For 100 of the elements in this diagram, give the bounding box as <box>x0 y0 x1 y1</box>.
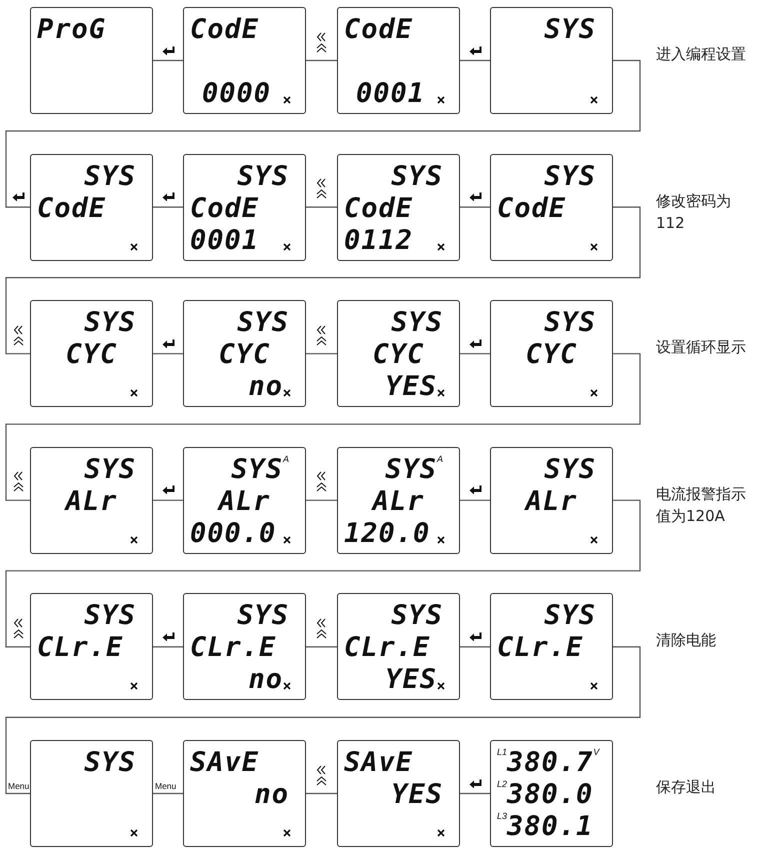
lcd-screen <box>30 740 153 847</box>
display-text: SYS <box>237 162 289 192</box>
step-note: 清除电能 <box>656 630 717 652</box>
connector-line <box>306 353 337 354</box>
connector-line <box>153 646 183 648</box>
lcd-screen <box>490 154 613 261</box>
display-text: CYC <box>372 340 424 370</box>
lcd-screen <box>183 740 306 847</box>
indicator-text: A <box>436 454 443 464</box>
connector-line <box>153 792 183 794</box>
lcd-screen <box>337 740 460 847</box>
lcd-screen <box>490 7 613 114</box>
connector-line <box>5 646 641 794</box>
display-text: ALr <box>372 486 424 517</box>
display-text: SYS <box>84 454 136 485</box>
indicator-text: A <box>282 454 289 464</box>
display-text: ProG <box>37 15 106 45</box>
display-text: SYS <box>544 308 596 338</box>
lcd-screen <box>490 300 613 408</box>
lcd-screen <box>30 154 153 261</box>
display-text: 0000 <box>202 79 272 109</box>
lcd-screen <box>337 300 460 408</box>
lcd-screen <box>30 446 153 554</box>
display-text: 120.0 <box>344 518 430 549</box>
connector-line <box>460 500 490 501</box>
indicator-text: L1 <box>497 747 508 757</box>
display-text: SAvE <box>190 748 260 778</box>
display-text: 380.1 <box>507 812 594 842</box>
display-text: ALr <box>218 486 270 517</box>
display-text: CodE <box>344 15 414 45</box>
display-text: SYS <box>237 601 289 632</box>
display-text: SYS <box>544 601 596 632</box>
connector-line <box>5 60 641 208</box>
display-text: YES <box>385 665 437 696</box>
display-text: CLr.E <box>190 633 276 664</box>
connector-line <box>306 206 337 208</box>
connector-line <box>5 206 641 354</box>
display-text: CodE <box>190 15 260 45</box>
lcd-screen <box>490 593 613 700</box>
display-text: CodE <box>190 194 260 224</box>
display-text: 0112 <box>344 226 414 256</box>
display-text: SYS <box>237 308 289 338</box>
lcd-screen <box>183 154 306 261</box>
display-text: CLr.E <box>37 633 124 664</box>
step-note: 电流报警指示值为120A <box>656 484 747 527</box>
display-text: SYS <box>385 454 437 485</box>
lcd-screen <box>337 7 460 114</box>
connector-line <box>153 206 183 208</box>
connector-line <box>153 500 183 501</box>
display-text: SYS <box>84 162 136 192</box>
lcd-screen <box>183 446 306 554</box>
display-text: SYS <box>231 454 283 485</box>
step-note: 保存退出 <box>656 777 717 798</box>
display-text: SYS <box>544 15 596 45</box>
display-text: SYS <box>391 308 443 338</box>
lcd-screen <box>30 7 153 114</box>
display-text: SYS <box>544 454 596 485</box>
display-text: ALr <box>66 486 118 517</box>
connector-line <box>460 206 490 208</box>
display-text: CYC <box>66 340 118 370</box>
step-note: 进入编程设置 <box>656 44 747 65</box>
lcd-screen <box>490 446 613 554</box>
step-note: 修改密码为112 <box>656 190 732 234</box>
connector-line <box>5 353 641 501</box>
display-text: 0001 <box>190 226 260 256</box>
display-text: 380.7 <box>507 748 594 778</box>
connector-line <box>153 353 183 354</box>
display-text: ALr <box>526 486 578 517</box>
display-text: no <box>248 665 283 696</box>
display-text: SYS <box>84 308 136 338</box>
display-text: CodE <box>37 194 106 224</box>
lcd-screen <box>30 593 153 700</box>
key-label: Menu <box>8 780 30 790</box>
display-text: SYS <box>391 162 443 192</box>
indicator-text: L2 <box>497 779 508 789</box>
lcd-screen <box>337 593 460 700</box>
connector-line <box>5 500 641 648</box>
connector-line <box>306 60 337 62</box>
display-text: CodE <box>497 194 566 224</box>
indicator-text: V <box>593 747 600 757</box>
display-text: CYC <box>218 340 270 370</box>
connector-line <box>153 60 183 62</box>
display-text: SYS <box>391 601 443 632</box>
connector-line <box>460 60 490 62</box>
display-text: no <box>254 780 289 810</box>
connector-line <box>306 646 337 648</box>
key-label: Menu <box>155 780 176 790</box>
lcd-screen <box>183 7 306 114</box>
display-text: SYS <box>84 601 136 632</box>
lcd-screen <box>30 300 153 408</box>
display-text: CLr.E <box>344 633 430 664</box>
display-text: YES <box>385 372 437 402</box>
connector-line <box>306 792 337 794</box>
indicator-text: L3 <box>497 811 508 821</box>
display-text: CYC <box>526 340 578 370</box>
lcd-screen <box>337 154 460 261</box>
lcd-screen <box>490 740 613 847</box>
lcd-screen <box>183 300 306 408</box>
lcd-screen <box>183 593 306 700</box>
display-text: 000.0 <box>190 518 276 549</box>
